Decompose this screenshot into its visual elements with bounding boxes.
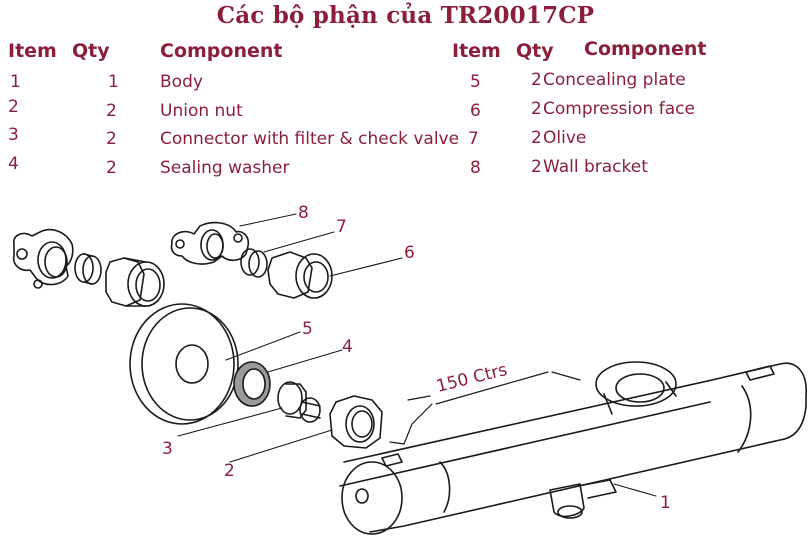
item-component: Sealing washer: [160, 158, 290, 178]
leader-line-4: [267, 349, 343, 373]
item-component: Union nut: [160, 101, 243, 121]
header-component-right: Component: [584, 38, 707, 60]
wall-bracket-left-drawing: [12, 228, 74, 289]
olive-left-drawing: [74, 253, 102, 285]
callout-5: 5: [302, 319, 313, 339]
wall-bracket-right-drawing: [170, 221, 250, 265]
leader-line-3: [177, 407, 283, 437]
item-number: 1: [10, 72, 21, 92]
item-number: 6: [470, 101, 481, 121]
dimension-lines: [389, 371, 581, 445]
item-qty: 2: [106, 101, 117, 121]
page-title: Các bộ phận của TR20017CP: [216, 2, 595, 29]
concealing-plate-drawing: [129, 303, 239, 425]
header-item-left: Item: [8, 40, 57, 62]
item-component: Connector with filter & check valve: [160, 129, 460, 149]
leader-line-7: [263, 231, 335, 253]
callout-3: 3: [162, 439, 173, 459]
compression-face-left-drawing: [105, 257, 165, 307]
callout-6: 6: [404, 243, 415, 263]
item-qty: 2: [106, 158, 117, 178]
item-number: 2: [8, 97, 19, 117]
item-component: Body: [160, 72, 203, 92]
leader-line-8: [239, 213, 297, 227]
item-component: Olive: [543, 128, 587, 148]
item-qty: 2: [531, 99, 542, 119]
item-number: 4: [8, 154, 19, 174]
leader-line-6: [329, 257, 403, 277]
body-drawing: [339, 361, 807, 535]
compression-face-right-drawing: [267, 251, 333, 299]
sealing-washer-drawing: [233, 361, 271, 407]
item-number: 7: [468, 129, 479, 149]
item-qty: 1: [108, 72, 119, 92]
item-component: Compression face: [543, 99, 695, 119]
header-component-left: Component: [160, 40, 283, 62]
item-number: 3: [8, 125, 19, 145]
leader-line-2: [229, 429, 333, 463]
callout-2: 2: [224, 461, 235, 481]
callout-4: 4: [342, 337, 353, 357]
leader-line-5: [225, 331, 301, 361]
callout-8: 8: [298, 203, 309, 223]
leader-line-1: [613, 483, 657, 497]
header-qty-left: Qty: [72, 40, 110, 62]
item-component: Wall bracket: [543, 157, 648, 177]
item-qty: 2: [531, 70, 542, 90]
item-number: 8: [470, 158, 481, 178]
olive-right-drawing: [240, 248, 268, 278]
item-qty: 2: [106, 129, 117, 149]
item-component: Concealing plate: [543, 70, 686, 90]
item-qty: 2: [531, 128, 542, 148]
dimension-label: 150 Ctrs: [434, 360, 509, 397]
connector-filter-drawing: [277, 381, 321, 423]
item-qty: 2: [531, 157, 542, 177]
header-item-right: Item: [452, 40, 501, 62]
union-nut-drawing: [329, 395, 383, 449]
leader-lines: [177, 213, 657, 497]
callout-7: 7: [336, 217, 347, 237]
header-qty-right: Qty: [516, 40, 554, 62]
item-number: 5: [470, 72, 481, 92]
callout-1: 1: [660, 493, 671, 513]
